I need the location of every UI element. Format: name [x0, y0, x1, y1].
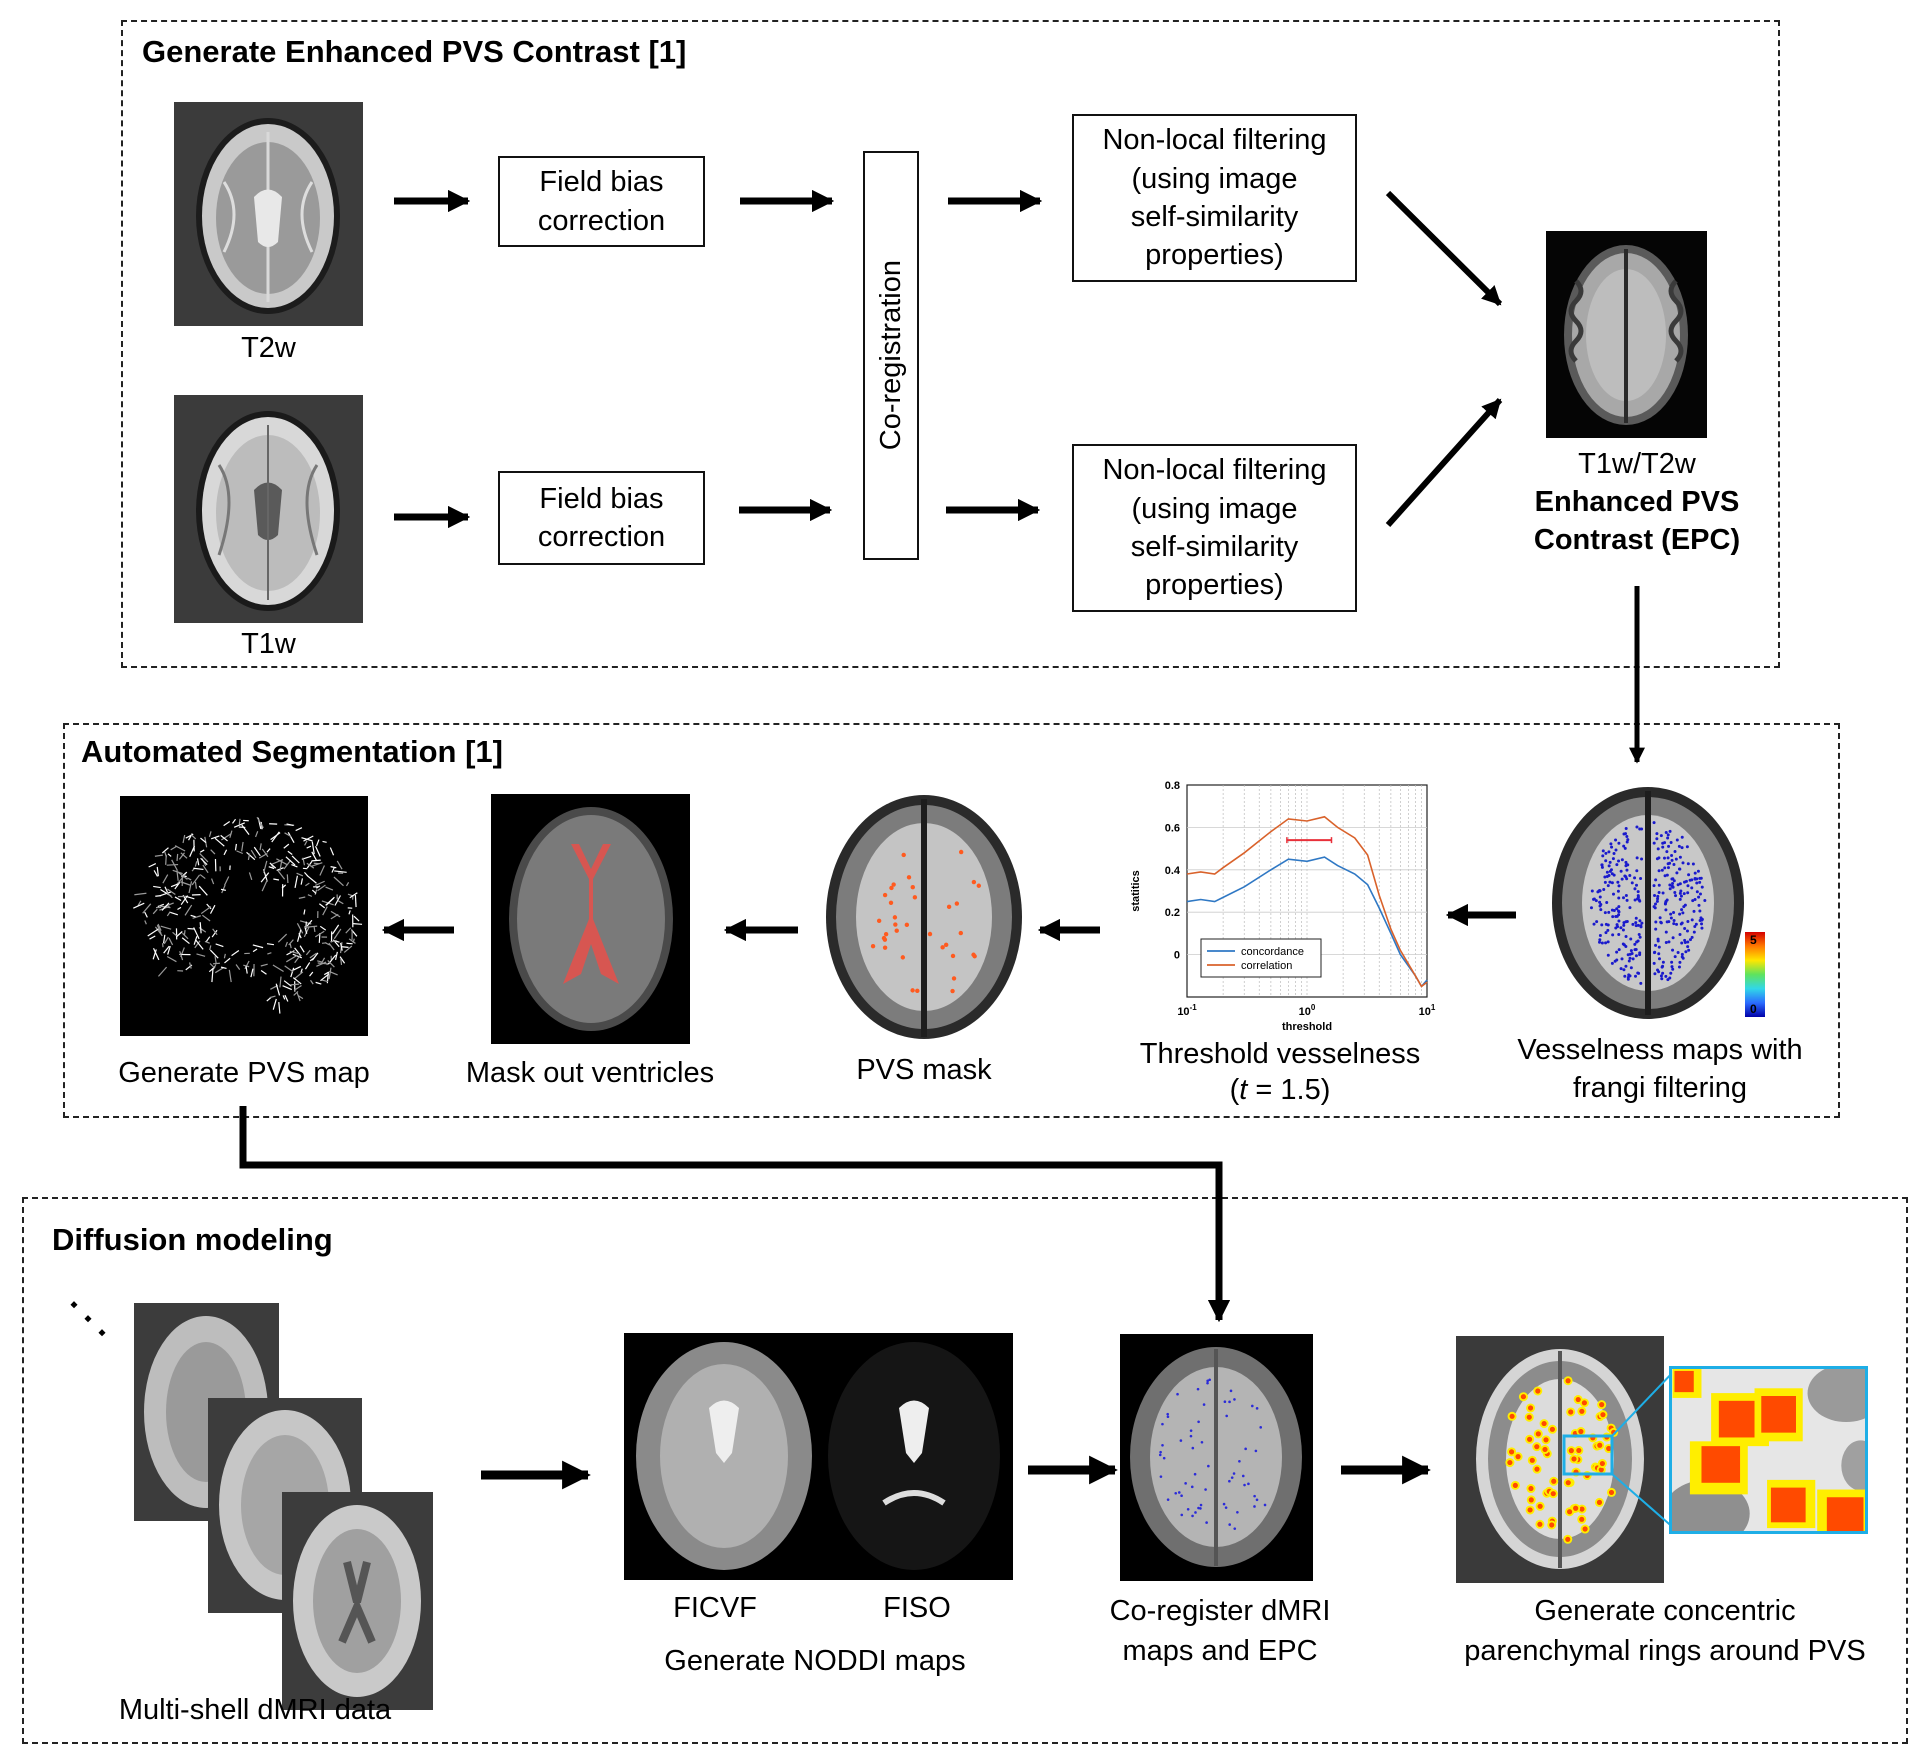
legend-label-correlation: correlation — [1241, 960, 1292, 972]
pvs-map-image — [120, 796, 368, 1036]
section-enhanced-pvs-contrast — [121, 20, 1780, 668]
section-diffusion-modeling — [22, 1197, 1908, 1744]
threshold-value-label: (t = 1.5) — [1229, 1074, 1331, 1106]
series-line-concordance — [1186, 856, 1428, 988]
field-bias-label: Field bias correction — [537, 166, 666, 237]
y-axis-label: statitics — [1130, 870, 1142, 912]
series-line-correlation — [1186, 815, 1428, 988]
zoom-region-box — [1562, 1434, 1614, 1476]
field-bias-label: Field bias correction — [537, 482, 666, 553]
epc-label-line1: T1w/T2w — [1578, 448, 1696, 480]
y-tick-label: 0.6 — [1165, 822, 1180, 834]
multishell-dmri-label: Multi-shell dMRI data — [118, 1694, 392, 1726]
t1w-label: T1w — [241, 628, 296, 660]
legend-label-concordance: concordance — [1241, 946, 1304, 958]
section-automated-segmentation — [63, 723, 1840, 1118]
coregister-label-line2: maps and EPC — [1122, 1635, 1318, 1667]
y-tick-label: 0 — [1174, 950, 1180, 962]
y-tick-label: 0.8 — [1165, 780, 1180, 792]
section-title-diffusion-modeling: Diffusion modeling — [52, 1222, 333, 1257]
arrow-nonlocal-bottom-to-epc — [1385, 397, 1503, 528]
mask-ventricles-image — [491, 794, 690, 1044]
epc-label-line2: Enhanced PVS — [1534, 486, 1740, 518]
arrow-nonlocal-top-to-epc — [1385, 190, 1503, 307]
zoom-connector-lines — [1611, 1368, 1677, 1531]
noddi-maps-image — [624, 1333, 1013, 1580]
y-tick-label: 0.4 — [1165, 865, 1181, 877]
ellipsis-dots-icon — [70, 1301, 106, 1337]
epc-image — [1546, 231, 1707, 438]
vesselness-label-line1: Vesselness maps with — [1517, 1034, 1803, 1066]
field-bias-correction-box-t1w: Field bias correction — [498, 471, 705, 565]
colorbar-max: 5 — [1750, 933, 1757, 947]
vesselness-image — [1548, 783, 1748, 1023]
rings-label-line1: Generate concentric — [1534, 1595, 1796, 1627]
generate-noddi-maps-label: Generate NODDI maps — [664, 1645, 966, 1677]
colorbar-min: 0 — [1750, 1002, 1757, 1016]
legend-box — [1200, 938, 1322, 978]
section-title-automated-segmentation: Automated Segmentation [1] — [81, 734, 503, 769]
mask-out-ventricles-label: Mask out ventricles — [465, 1057, 715, 1089]
vesselness-colorbar: 5 0 — [1745, 932, 1765, 1017]
rings-zoom-inset — [1669, 1366, 1868, 1534]
nonlocal-filtering-box-bottom: Non-local filtering (using image self-si… — [1072, 444, 1357, 612]
nonlocal-filtering-label: Non-local filtering (using image self-si… — [1102, 454, 1327, 602]
dmri-volume-3 — [282, 1492, 433, 1710]
ficvf-label: FICVF — [673, 1592, 757, 1624]
t2w-image — [174, 102, 363, 326]
y-tick-label: 0.2 — [1165, 907, 1180, 919]
pvs-mask-label: PVS mask — [856, 1054, 992, 1086]
fiso-label: FISO — [883, 1592, 951, 1624]
vesselness-label-line2: frangi filtering — [1572, 1072, 1748, 1104]
parenchymal-rings-image — [1456, 1336, 1664, 1583]
section-title-enhanced-pvs: Generate Enhanced PVS Contrast [1] — [142, 34, 687, 69]
t2w-label: T2w — [241, 332, 296, 364]
connector-pvsmap-to-coregister — [239, 1106, 1231, 1323]
t1w-image — [174, 395, 363, 623]
generate-pvs-map-label: Generate PVS map — [118, 1057, 370, 1089]
coregistered-dmri-epc-image — [1120, 1334, 1313, 1581]
coregistration-box: Co-registration — [863, 151, 919, 560]
rings-label-line2: parenchymal rings around PVS — [1464, 1635, 1866, 1667]
pvs-mask-image — [822, 791, 1027, 1043]
ventricle-mask — [563, 844, 619, 984]
field-bias-correction-box-t2w: Field bias correction — [498, 156, 705, 247]
epc-label-line3: Contrast (EPC) — [1533, 524, 1741, 556]
nonlocal-filtering-label: Non-local filtering (using image self-si… — [1102, 124, 1327, 272]
coregister-label-line1: Co-register dMRI — [1109, 1595, 1331, 1627]
nonlocal-filtering-box-top: Non-local filtering (using image self-si… — [1072, 114, 1357, 282]
threshold-vesselness-label: Threshold vesselness — [1139, 1038, 1421, 1070]
